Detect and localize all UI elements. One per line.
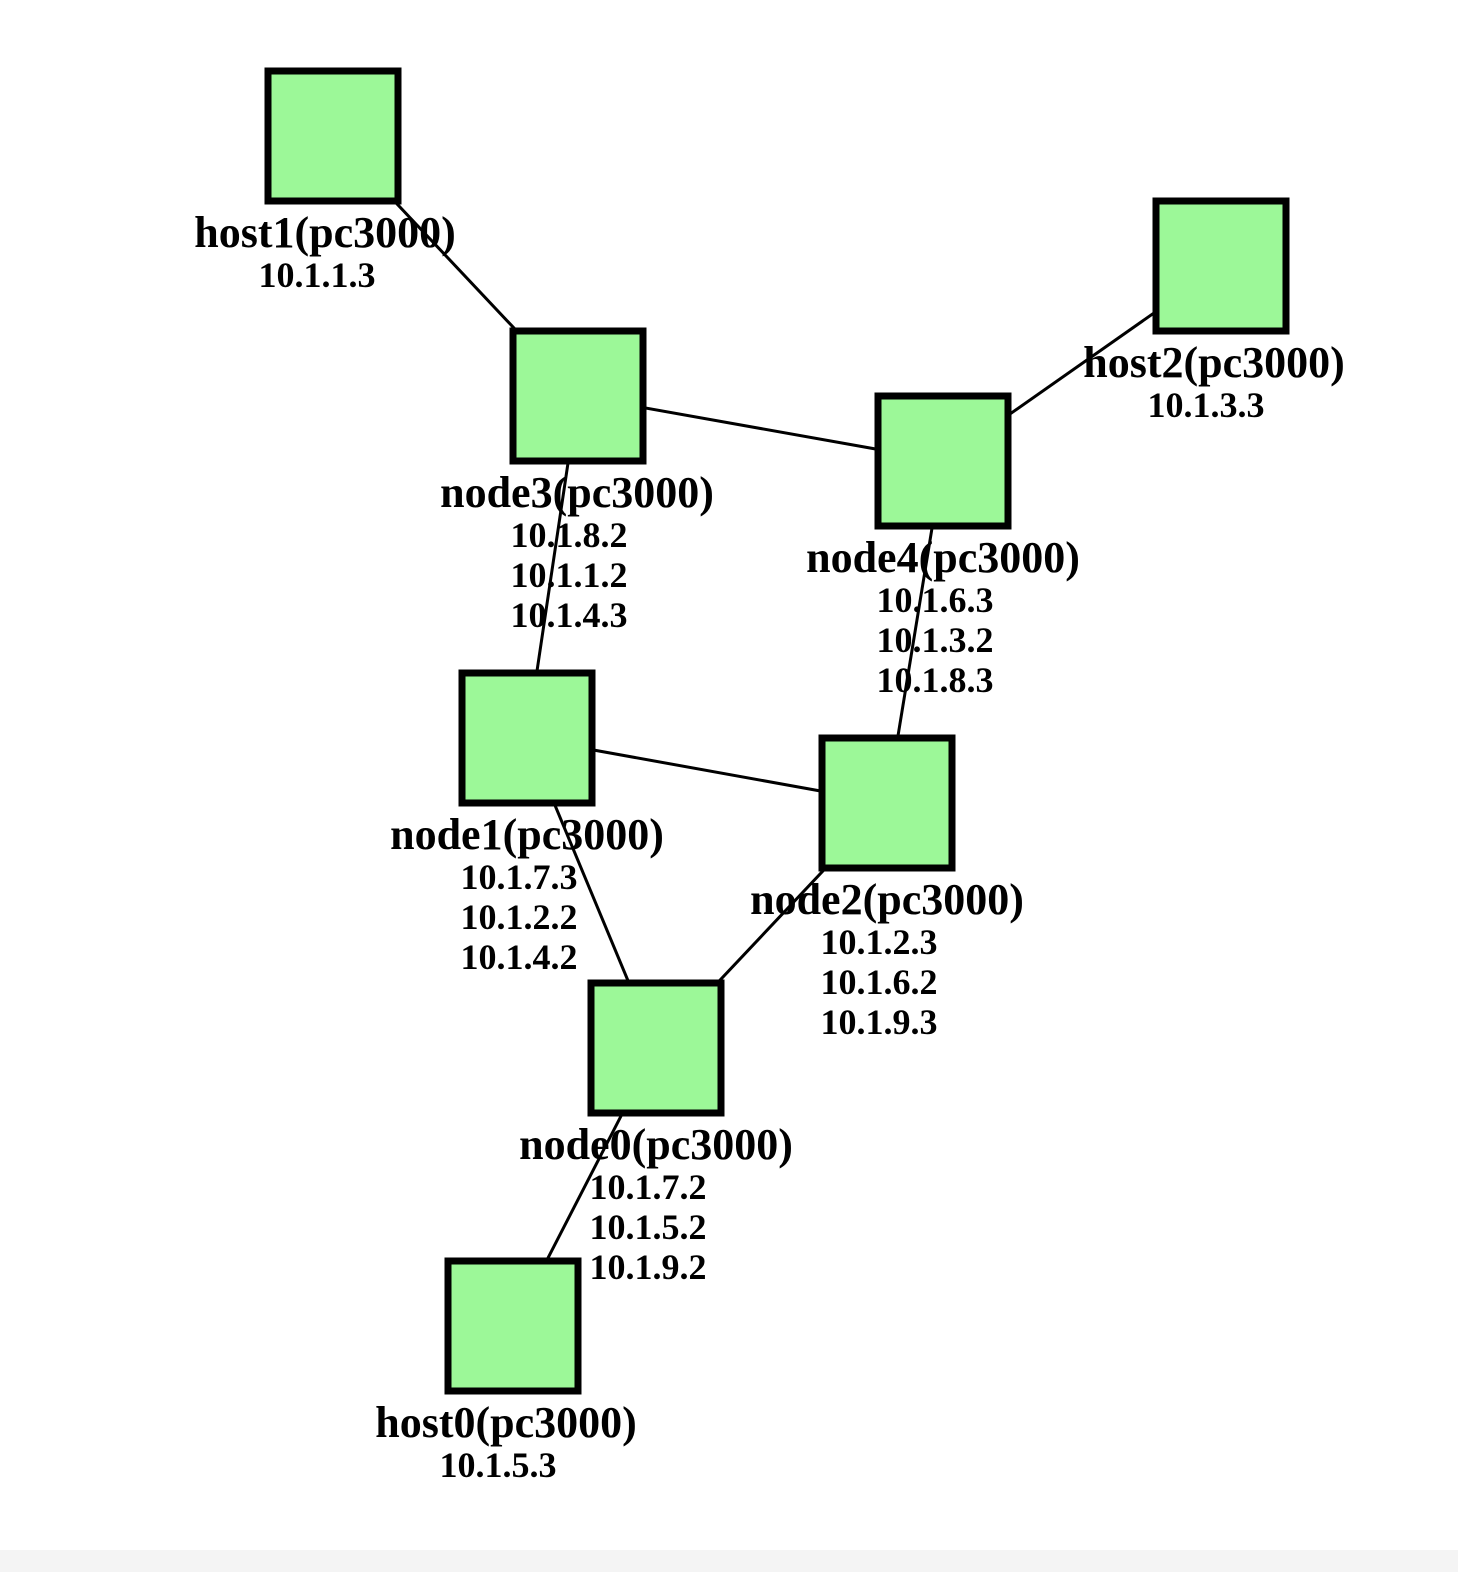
node-ip-node2-2: 10.1.9.3 [821, 1002, 938, 1042]
node-name-host2: host2(pc3000) [1083, 338, 1345, 387]
node-ip-node1-1: 10.1.2.2 [461, 897, 578, 937]
node-ip-node3-2: 10.1.4.3 [511, 595, 628, 635]
node-box-node0[interactable] [587, 979, 725, 1117]
node-name-host1: host1(pc3000) [194, 208, 456, 257]
node-name-node1: node1(pc3000) [390, 810, 664, 859]
node-name-node2: node2(pc3000) [750, 875, 1024, 924]
node-name-node3: node3(pc3000) [440, 468, 714, 517]
node-box-host2[interactable] [1152, 197, 1290, 335]
node-node2[interactable] [818, 734, 956, 872]
nodes-layer [264, 67, 1290, 1395]
node-box-node3[interactable] [509, 327, 647, 465]
node-box-host0[interactable] [444, 1257, 582, 1395]
node-host0[interactable] [444, 1257, 582, 1395]
node-ip-node2-1: 10.1.6.2 [821, 962, 938, 1002]
node-box-node2[interactable] [818, 734, 956, 872]
node-host2[interactable] [1152, 197, 1290, 335]
node-name-host0: host0(pc3000) [375, 1398, 637, 1447]
node-host1[interactable] [264, 67, 402, 205]
node-box-host1[interactable] [264, 67, 402, 205]
node-ip-node0-0: 10.1.7.2 [590, 1167, 707, 1207]
node-ip-node1-2: 10.1.4.2 [461, 937, 578, 977]
node-ip-node3-0: 10.1.8.2 [511, 515, 628, 555]
node-ip-node3-1: 10.1.1.2 [511, 555, 628, 595]
node-ip-node0-2: 10.1.9.2 [590, 1247, 707, 1287]
node-ip-node1-0: 10.1.7.3 [461, 857, 578, 897]
node-ip-node4-0: 10.1.6.3 [877, 580, 994, 620]
node-name-node4: node4(pc3000) [806, 533, 1080, 582]
labels-layer: host1(pc3000)10.1.1.3host2(pc3000)10.1.3… [194, 208, 1345, 1485]
node-box-node1[interactable] [458, 669, 596, 807]
node-box-node4[interactable] [874, 392, 1012, 530]
bottom-bar [0, 1550, 1458, 1572]
node-name-node0: node0(pc3000) [519, 1120, 793, 1169]
node-ip-node4-1: 10.1.3.2 [877, 620, 994, 660]
node-ip-host0-0: 10.1.5.3 [440, 1445, 557, 1485]
node-ip-node0-1: 10.1.5.2 [590, 1207, 707, 1247]
node-node1[interactable] [458, 669, 596, 807]
node-node3[interactable] [509, 327, 647, 465]
node-ip-host1-0: 10.1.1.3 [259, 255, 376, 295]
node-node4[interactable] [874, 392, 1012, 530]
node-ip-node2-0: 10.1.2.3 [821, 922, 938, 962]
node-node0[interactable] [587, 979, 725, 1117]
node-ip-node4-2: 10.1.8.3 [877, 660, 994, 700]
node-ip-host2-0: 10.1.3.3 [1148, 385, 1265, 425]
